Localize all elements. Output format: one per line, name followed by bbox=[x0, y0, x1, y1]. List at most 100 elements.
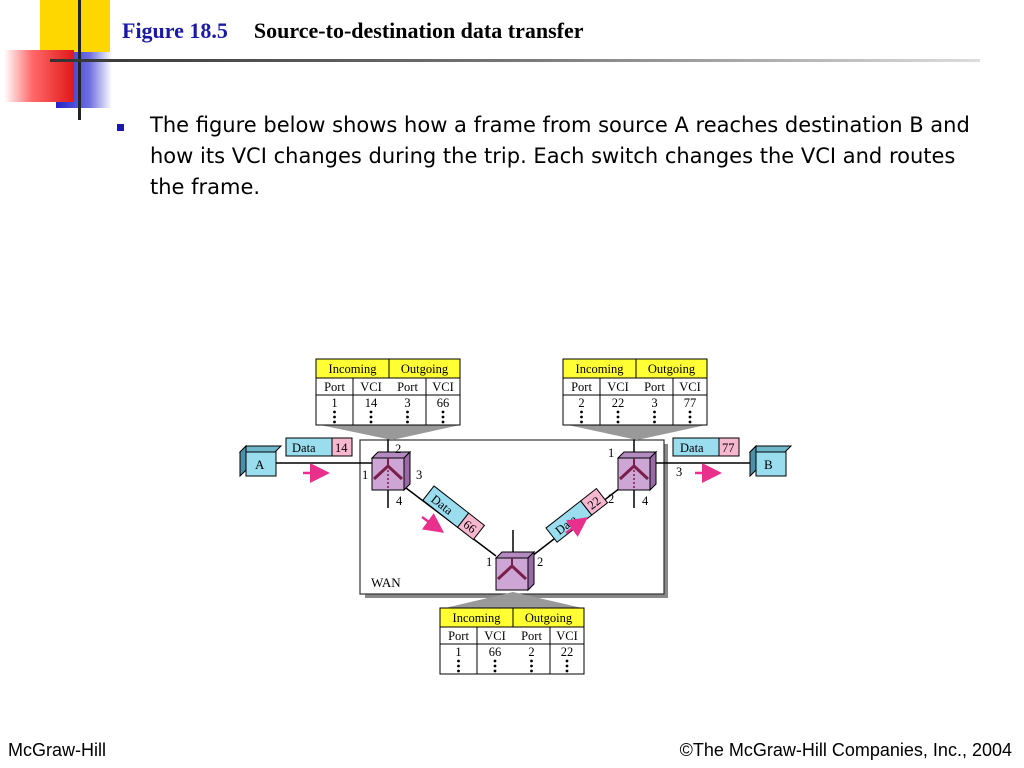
table-cell: 77 bbox=[684, 396, 697, 410]
s3-port-1: 1 bbox=[608, 446, 614, 460]
station-a: A bbox=[238, 444, 283, 478]
table-cell: 2 bbox=[578, 396, 584, 410]
frame-at-a-vci: 14 bbox=[335, 441, 348, 455]
continuation-dot bbox=[653, 415, 656, 419]
continuation-dot bbox=[493, 664, 497, 668]
title-text: Source-to-destination data transfer bbox=[253, 18, 584, 43]
continuation-dot bbox=[441, 420, 445, 424]
table-outgoing-header: Outgoing bbox=[525, 611, 573, 625]
table-cell: 22 bbox=[561, 645, 574, 659]
table-cell: 66 bbox=[489, 645, 502, 659]
table-column-header: Port bbox=[324, 380, 345, 394]
station-b: B bbox=[748, 444, 793, 478]
continuation-dot bbox=[530, 669, 533, 673]
continuation-dot bbox=[441, 410, 445, 414]
table-column-header: VCI bbox=[607, 380, 629, 394]
table-column-header: Port bbox=[571, 380, 592, 394]
switch-3-icon bbox=[616, 450, 658, 492]
table-incoming-header: Incoming bbox=[576, 362, 625, 376]
table-column-header: VCI bbox=[360, 380, 382, 394]
table-column-header: VCI bbox=[432, 380, 454, 394]
frame-at-a-word: Data bbox=[292, 441, 316, 455]
slide-title: Figure 18.5 Source-to-destination data tr… bbox=[122, 18, 583, 44]
table-incoming-header: Incoming bbox=[329, 362, 378, 376]
arrow-s2-to-s3-icon bbox=[565, 517, 589, 537]
continuation-dot bbox=[457, 659, 460, 663]
s2-port-1: 1 bbox=[486, 555, 492, 569]
continuation-dot bbox=[616, 415, 620, 419]
continuation-dot bbox=[406, 420, 409, 424]
continuation-dot bbox=[406, 410, 409, 414]
continuation-dot bbox=[565, 659, 569, 663]
continuation-dot bbox=[406, 415, 409, 419]
continuation-dot bbox=[493, 669, 497, 673]
switch-2-icon bbox=[494, 550, 536, 592]
frame-at-a: Data 14 bbox=[285, 437, 353, 457]
continuation-dot bbox=[616, 420, 620, 424]
table-cell: 3 bbox=[651, 396, 657, 410]
continuation-dot bbox=[530, 664, 533, 668]
frame-at-b-vci: 77 bbox=[722, 441, 735, 455]
s3-port-3: 3 bbox=[676, 465, 682, 479]
table-column-header: Port bbox=[644, 380, 665, 394]
table-cell: 14 bbox=[365, 396, 378, 410]
continuation-dot bbox=[441, 415, 445, 419]
table-cell: 1 bbox=[331, 396, 337, 410]
table-outgoing-header: Outgoing bbox=[648, 362, 696, 376]
table1-callout bbox=[320, 425, 460, 440]
continuation-dot bbox=[565, 669, 569, 673]
continuation-dot bbox=[333, 420, 336, 424]
table-cell: 2 bbox=[528, 645, 534, 659]
table-column-header: VCI bbox=[679, 380, 701, 394]
s2-port-2: 2 bbox=[537, 555, 543, 569]
continuation-dot bbox=[580, 420, 583, 424]
table-column-header: Port bbox=[397, 380, 418, 394]
bullet-text: The figure below shows how a frame from … bbox=[150, 113, 970, 199]
decor-red-square bbox=[4, 50, 74, 102]
table-cell: 66 bbox=[437, 396, 450, 410]
continuation-dot bbox=[493, 659, 497, 663]
s1-port-3: 3 bbox=[416, 468, 422, 482]
continuation-dot bbox=[369, 420, 373, 424]
continuation-dot bbox=[688, 410, 692, 414]
table-cell: 22 bbox=[612, 396, 625, 410]
table-outgoing-header: Outgoing bbox=[401, 362, 449, 376]
footer-publisher: McGraw-Hill bbox=[8, 740, 106, 760]
continuation-dot bbox=[457, 664, 460, 668]
continuation-dot bbox=[688, 415, 692, 419]
switch-1-icon bbox=[370, 450, 412, 492]
title-underline bbox=[50, 59, 980, 62]
table-column-header: VCI bbox=[556, 629, 578, 643]
footer-copyright: ©The McGraw-Hill Companies, Inc., 2004 bbox=[679, 740, 1012, 760]
continuation-dot bbox=[580, 410, 583, 414]
bullet-square-icon bbox=[117, 124, 124, 131]
table-column-header: VCI bbox=[484, 629, 506, 643]
wan-label: WAN bbox=[371, 575, 401, 590]
continuation-dot bbox=[653, 410, 656, 414]
continuation-dot bbox=[653, 420, 656, 424]
s1-port-1: 1 bbox=[362, 468, 368, 482]
continuation-dot bbox=[457, 669, 460, 673]
table-incoming-header: Incoming bbox=[453, 611, 502, 625]
continuation-dot bbox=[616, 410, 620, 414]
table-column-header: Port bbox=[521, 629, 542, 643]
s3-port-4: 4 bbox=[642, 494, 649, 508]
table-cell: 3 bbox=[404, 396, 410, 410]
table3-callout bbox=[568, 425, 706, 440]
continuation-dot bbox=[580, 415, 583, 419]
continuation-dot bbox=[565, 664, 569, 668]
continuation-dot bbox=[369, 410, 373, 414]
s1-port-2: 2 bbox=[395, 442, 401, 456]
s1-port-4: 4 bbox=[396, 494, 403, 508]
station-a-label: A bbox=[255, 457, 265, 472]
continuation-dot bbox=[333, 415, 336, 419]
continuation-dot bbox=[530, 659, 533, 663]
frame-at-b-word: Data bbox=[680, 441, 704, 455]
arrow-s1-to-s2-icon bbox=[421, 513, 445, 533]
continuation-dot bbox=[369, 415, 373, 419]
figure-label: Figure 18.5 bbox=[122, 18, 228, 43]
